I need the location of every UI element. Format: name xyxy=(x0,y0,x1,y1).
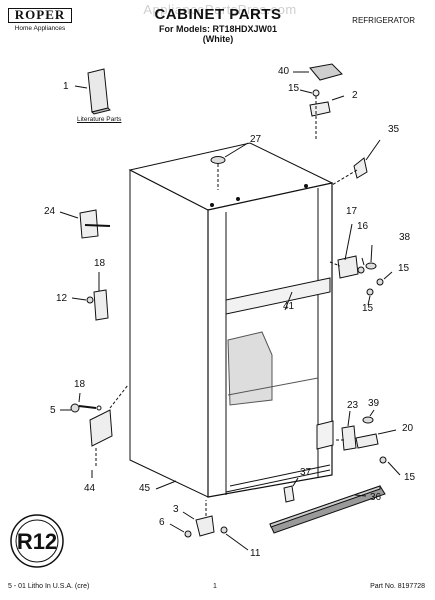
leader-41 xyxy=(284,291,293,311)
callout-38: 38 xyxy=(399,232,411,243)
footer-part-number: Part No. 8197728 xyxy=(370,583,425,590)
callout-16: 16 xyxy=(357,221,369,232)
callout-11: 11 xyxy=(250,548,261,559)
brand-logo: ROPER Home Appliances xyxy=(8,8,74,34)
callout-12: 12 xyxy=(56,293,68,304)
model-color: (White) xyxy=(202,34,234,44)
page-title: CABINET PARTS xyxy=(154,6,282,23)
lower-left-hinge xyxy=(60,384,129,478)
callout-15: 15 xyxy=(288,83,300,94)
callout-39: 39 xyxy=(368,398,380,409)
callout-2: 2 xyxy=(352,90,358,101)
callout-18: 18 xyxy=(94,258,106,269)
footer-page-number: 1 xyxy=(213,583,217,590)
refrigerator-cabinet xyxy=(128,142,334,498)
literature-parts-label: Literature Parts xyxy=(77,116,122,123)
callout-45: 45 xyxy=(139,483,151,494)
callout-41: 41 xyxy=(283,301,295,312)
callout-15: 15 xyxy=(404,472,416,483)
callout-15: 15 xyxy=(362,303,374,314)
callout-18: 18 xyxy=(74,379,86,390)
callout-17: 17 xyxy=(346,206,358,217)
title-block: CABINET PARTS For Models: RT18HDXJW01 (W… xyxy=(118,6,318,44)
top-plug xyxy=(210,142,249,190)
brand-name: ROPER xyxy=(8,8,72,23)
callout-1: 1 xyxy=(63,81,69,92)
callout-20: 20 xyxy=(402,423,414,434)
callout-44: 44 xyxy=(84,483,96,494)
footer-print-info: 5 - 01 Litho In U.S.A. (cre) xyxy=(8,583,90,590)
hinge-part-35 xyxy=(331,139,381,186)
brand-tagline: Home Appliances xyxy=(14,25,66,32)
callout-3: 3 xyxy=(173,504,179,515)
watermark: AppliancePartsPros.com xyxy=(143,2,297,17)
lower-right-hinge xyxy=(336,409,401,476)
bottom-hinge xyxy=(169,500,249,551)
r12-badge xyxy=(10,514,64,568)
category-label: REFRIGERATOR xyxy=(352,16,415,25)
left-hinge-24 xyxy=(59,209,111,239)
callout-23: 23 xyxy=(347,400,359,411)
callout-36: 36 xyxy=(370,492,382,503)
r12-badge-text: R12 xyxy=(17,529,57,554)
model-numbers: For Models: RT18HDXJW01 xyxy=(158,24,278,34)
grille-clip-37 xyxy=(283,477,299,503)
callout-5: 5 xyxy=(50,405,56,416)
top-hinge-assembly xyxy=(293,63,345,140)
callout-6: 6 xyxy=(159,517,165,528)
callout-15: 15 xyxy=(398,263,410,274)
center-hinge-assembly xyxy=(329,223,393,306)
callout-35: 35 xyxy=(388,124,400,135)
callout-27: 27 xyxy=(250,134,262,145)
leader-45 xyxy=(155,480,177,490)
callout-37: 37 xyxy=(300,467,312,478)
toe-grille xyxy=(269,485,386,534)
callout-24: 24 xyxy=(44,206,56,217)
left-hinge-18-12 xyxy=(71,272,109,321)
callout-40: 40 xyxy=(278,66,290,77)
literature-booklet xyxy=(74,68,111,115)
